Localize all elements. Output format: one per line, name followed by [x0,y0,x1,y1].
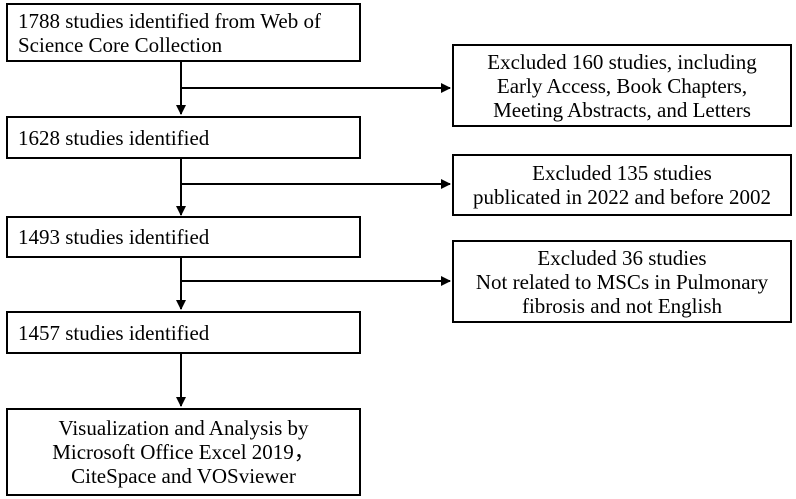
exclusion-box-2: Excluded 135 studies publicated in 2022 … [452,154,792,216]
step-1-line-1: 1788 studies identified from Web of [18,8,321,33]
step-box-1: 1788 studies identified from Web of Scie… [6,3,361,62]
step-5-line-1: Visualization and Analysis by [58,416,309,440]
exclusion-box-1: Excluded 160 studies, including Early Ac… [452,44,792,127]
step-2-line-1: 1628 studies identified [18,125,210,150]
step-box-3: 1493 studies identified [6,216,361,258]
exclusion-1-line-2: Early Access, Book Chapters, [496,73,748,98]
step-box-5: Visualization and Analysis by Microsoft … [6,408,361,496]
exclusion-1-line-1: Excluded 160 studies, including [487,49,757,74]
exclusion-1-line-3: Meeting Abstracts, and Letters [493,97,751,122]
step-1-line-2: Science Core Collection [18,32,223,57]
exclusion-2-line-1: Excluded 135 studies [532,161,712,185]
step-5-line-2: Microsoft Office Excel 2019， [52,440,315,464]
exclusion-3-line-3: fibrosis and not English [521,293,723,318]
step-4-line-1: 1457 studies identified [18,320,210,345]
exclusion-box-3: Excluded 36 studies Not related to MSCs … [452,240,792,323]
exclusion-3-line-2: Not related to MSCs in Pulmonary [475,269,769,294]
step-box-4: 1457 studies identified [6,311,361,354]
step-box-2: 1628 studies identified [6,116,361,159]
exclusion-2-line-2: publicated in 2022 and before 2002 [473,185,771,209]
step-3-line-1: 1493 studies identified [18,225,210,249]
exclusion-3-line-1: Excluded 36 studies [537,245,707,270]
step-5-line-3: CiteSpace and VOSviewer [71,464,296,488]
